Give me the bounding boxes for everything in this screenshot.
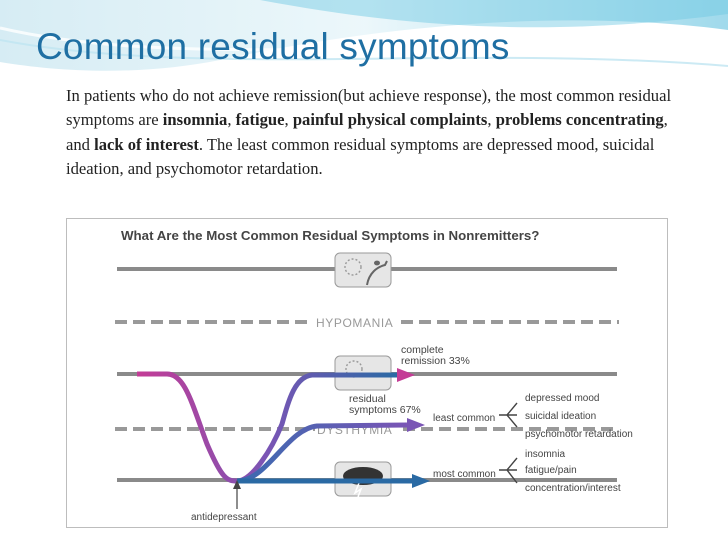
remission-arrowhead xyxy=(397,368,415,382)
body-text-4: , xyxy=(487,110,496,130)
least-common-item-2: suicidal ideation xyxy=(525,411,596,422)
music-note-icon xyxy=(374,260,380,266)
body-bold-insomnia: insomnia xyxy=(162,110,228,130)
residual-symptoms-line2: symptoms 67% xyxy=(349,404,421,416)
body-bold-concentrating: problems concentrating xyxy=(495,110,664,130)
least-common-item-1: depressed mood xyxy=(525,393,600,404)
most-common-branch xyxy=(499,457,518,484)
body-text-6: . The least common residual symptoms are… xyxy=(66,134,655,178)
figure-title: What Are the Most Common Residual Sympto… xyxy=(121,228,539,243)
most-common-item-3: concentration/interest xyxy=(525,483,621,494)
figure-diagram: What Are the Most Common Residual Sympto… xyxy=(115,228,633,523)
sun-music-icon xyxy=(334,252,392,288)
slide-body-text: In patients who do not achieve remission… xyxy=(66,84,686,181)
body-bold-fatigue: fatigue xyxy=(235,110,285,130)
most-common-item-1: insomnia xyxy=(525,449,565,460)
antidepressant-label: antidepressant xyxy=(191,512,257,523)
body-text-5: , and xyxy=(66,110,668,154)
most-common-arrowhead xyxy=(412,474,430,488)
body-text-1: In patients who do not achieve remission… xyxy=(66,86,672,130)
slide-title: Common residual symptoms xyxy=(36,26,510,67)
least-common-item-3: psychomotor retardation xyxy=(525,429,633,440)
residual-arrowhead xyxy=(407,418,425,432)
antidepressant-arrowhead xyxy=(233,480,241,489)
least-common-branch xyxy=(499,402,518,428)
least-common-label: least common xyxy=(433,413,495,424)
most-common-label: most common xyxy=(433,469,496,480)
body-text-2: , xyxy=(227,110,236,130)
body-bold-painful: painful physical complaints xyxy=(292,110,488,130)
music-icon xyxy=(366,260,388,286)
lightning-icon xyxy=(353,482,363,498)
hypomania-label: HYPOMANIA xyxy=(316,316,393,330)
sun-icon-top xyxy=(344,258,362,276)
residual-symptoms-line1: residual xyxy=(349,393,386,405)
complete-remission-line1: complete xyxy=(401,344,444,356)
most-common-item-2: fatigue/pain xyxy=(525,465,577,476)
complete-remission-line2: remission 33% xyxy=(401,355,470,367)
body-bold-interest: lack of interest xyxy=(94,134,199,154)
header-banner xyxy=(0,0,728,72)
residual-symptoms-figure: What Are the Most Common Residual Sympto… xyxy=(66,218,668,528)
body-text-3: , xyxy=(284,110,293,130)
